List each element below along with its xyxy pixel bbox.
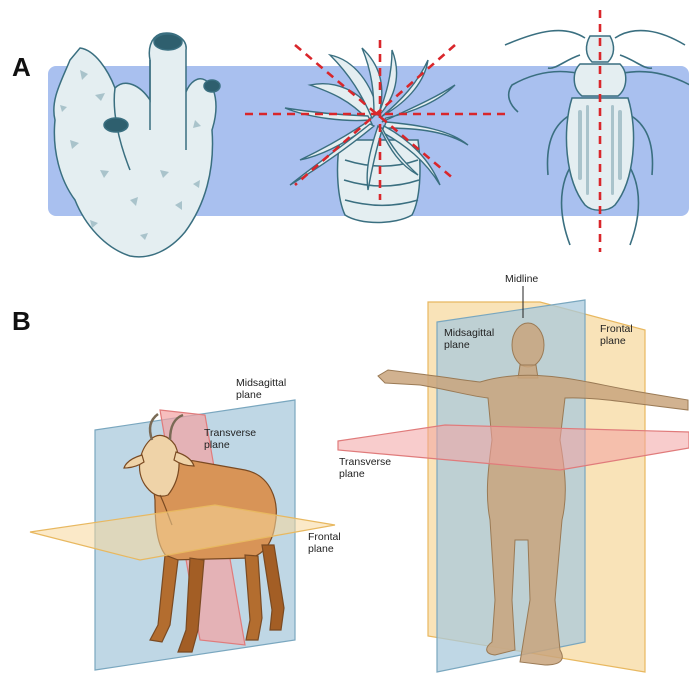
human-midsagittal-label-line2: plane	[444, 339, 470, 351]
human-midsagittal-label-line1: Midsagittal	[444, 327, 494, 339]
goat-transverse-label-line2: plane	[204, 439, 230, 451]
goat-midsagittal-label-line1: Midsagittal	[236, 377, 286, 389]
human-planes-figure: Midline Midsagittal plane Frontal plane …	[338, 273, 689, 672]
human-transverse-label-line2: plane	[339, 468, 365, 480]
human-frontal-label-line2: plane	[600, 335, 626, 347]
panel-b: B Midsagittal plane Tran	[12, 273, 689, 672]
sponge-osculum	[104, 118, 128, 132]
goat-planes-figure: Midsagittal plane Transverse plane Front…	[30, 377, 341, 670]
goat-transverse-label-line1: Transverse	[204, 427, 256, 439]
goat-midsagittal-label-line2: plane	[236, 389, 262, 401]
human-frontal-label-line1: Frontal	[600, 323, 633, 335]
panel-a: A	[12, 10, 689, 257]
sponge-osculum	[154, 34, 182, 50]
panel-b-letter: B	[12, 306, 31, 336]
sponge-osculum	[204, 80, 220, 92]
goat-frontal-label-line2: plane	[308, 543, 334, 555]
human-transverse-label-line1: Transverse	[339, 456, 391, 468]
goat-frontal-label-line1: Frontal	[308, 531, 341, 543]
panel-a-letter: A	[12, 52, 31, 82]
human-midline-label: Midline	[505, 273, 538, 285]
